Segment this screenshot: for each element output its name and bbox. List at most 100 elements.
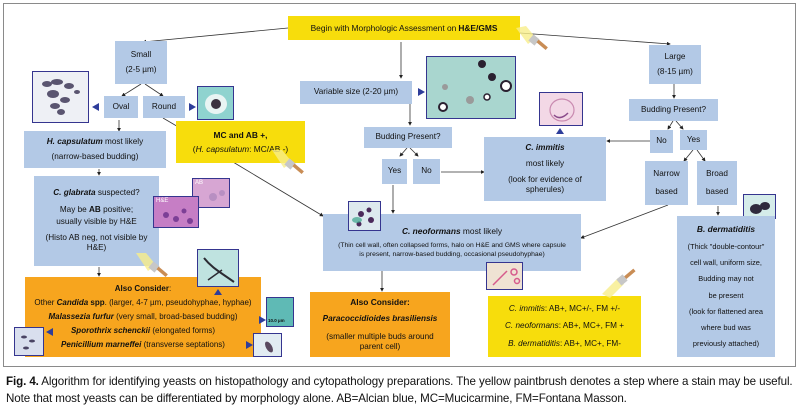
budding-present-mid-box: Budding Present? [364, 127, 452, 148]
oval-label: Oval [112, 101, 130, 111]
also-mid-note: (smaller multiple buds around parent cel… [326, 331, 434, 351]
spherule-micrograph [539, 92, 583, 126]
narrow-label: Narrow [653, 168, 680, 178]
also-left-item-penicillium: Penicillium marneffei (transverse septat… [61, 340, 225, 349]
yes-right-label: Yes [686, 134, 701, 144]
mc-ab-hcaps-note: (H. capsulatum: MC/AB -) [192, 144, 289, 154]
hcapsulatum-box: H. capsulatum most likely (narrow-based … [24, 131, 166, 168]
budding-present-right-box: Budding Present? [629, 99, 718, 121]
no-mid-label: No [421, 166, 432, 176]
yes-mid-box: Yes [382, 159, 407, 184]
figure-caption: Fig. 4. Algorithm for identifying yeasts… [6, 373, 796, 407]
budding-right-label: Budding Present? [640, 104, 707, 114]
cglabrata-box: C. glabrata suspected? May be AB positiv… [34, 176, 159, 266]
large-label: Large [664, 52, 686, 62]
paintbrush-icon [516, 26, 548, 51]
also-left-item-candida: Other Candida spp. (larger, 4-7 µm, pseu… [34, 298, 252, 307]
dermatiditis-line-2: cell wall, uniform size, [690, 258, 762, 268]
narrow-based-box: Narrow based [645, 161, 688, 205]
stain-results-box: C. immitis: AB+, MC+/-, FM +/- C. neofor… [488, 296, 641, 357]
malassezia-micrograph: 10.0 µm [266, 297, 294, 327]
pointer-round-icon [189, 103, 196, 111]
variable-size-micrograph [426, 56, 516, 119]
glabrata-histo: (Histo AB neg, not visible by H&E) [45, 233, 148, 253]
round-label: Round [151, 101, 177, 111]
figure-caption-text: Algorithm for identifying yeasts on hist… [6, 375, 793, 405]
dermatiditis-line-6: where bud was [701, 323, 751, 333]
dermatiditis-line-1: (Thick "double-contour" [687, 241, 765, 251]
pointer-variable-icon [418, 88, 425, 96]
paintbrush-icon [602, 268, 636, 298]
neoformans-micrograph [348, 201, 381, 231]
dermatiditis-line-4: be present [708, 290, 744, 300]
stain-neoformans: C. neoformans: AB+, MC+, FM + [505, 321, 624, 331]
dermatiditis-micrograph [743, 194, 776, 219]
narrow-label-2: based [655, 187, 678, 196]
paintbrush-icon [136, 253, 168, 278]
immitis-title: C. immitis [525, 142, 565, 152]
pointer-candida-icon [214, 289, 222, 295]
broad-label: Broad [706, 168, 728, 178]
also-mid-species: Paracoccidioides brasiliensis [322, 314, 438, 324]
also-consider-left-box: Also Consider: Other Candida spp. (large… [25, 277, 261, 357]
start-box: Begin with Morphologic Assessment on H&E… [288, 16, 520, 40]
also-left-title: Also Consider: [114, 284, 172, 293]
round-yeast-micrograph [197, 86, 234, 120]
hcaps-title: H. capsulatum most likely [46, 137, 144, 147]
neoformans-title: C. neoformans most likely [401, 225, 503, 236]
pointer-malassezia-icon [259, 316, 266, 324]
dermatiditis-line-5: (look for flattened area [689, 306, 763, 316]
figure-label: Fig. 4. [6, 375, 39, 388]
pointer-oval-icon [92, 103, 99, 111]
glabrata-title: C. glabrata suspected? [53, 188, 140, 198]
broad-based-box: Broad based [697, 161, 737, 205]
broad-label-2: based [705, 187, 729, 196]
glabrata-ab: May be AB positive; [59, 204, 134, 214]
yes-right-box: Yes [680, 130, 707, 150]
dermatiditis-line-7: previously attached) [692, 339, 760, 349]
stain-dermatiditis: B. dermatiditis: AB+, MC+, FM- [508, 338, 621, 348]
pointer-spherule-icon [556, 128, 564, 134]
pointer-penicillium-icon [246, 341, 253, 349]
also-consider-mid-box: Also Consider: Paracoccidioides brasilie… [310, 292, 450, 357]
small-label: Small [130, 50, 152, 60]
immitis-note: (look for evidence of spherules) [508, 175, 582, 195]
dermatiditis-title: B. dermatiditis [696, 224, 756, 235]
also-left-item-malassezia: Malassezia furfur (very small, broad-bas… [48, 312, 238, 321]
start-text: Begin with Morphologic Assessment on [310, 22, 457, 33]
small-size-box: Small (2-5 µm) [115, 41, 167, 84]
budding-mid-label: Budding Present? [375, 132, 441, 142]
yes-mid-label: Yes [387, 166, 402, 176]
oval-box: Oval [104, 96, 138, 118]
variable-size-box: Variable size (2-20 µm) [300, 81, 412, 104]
variable-label: Variable size (2-20 µm) [313, 87, 399, 97]
stain-immitis: C. immitis: AB+, MC+/-, FM +/- [508, 304, 621, 314]
also-mid-title: Also Consider: [350, 296, 410, 307]
glabrata-he: usually visible by H&E [56, 216, 137, 226]
small-range: (2-5 µm) [125, 64, 157, 74]
no-right-label: No [656, 136, 667, 146]
immitis-likely: most likely [525, 158, 565, 168]
no-right-box: No [650, 130, 673, 153]
large-range: (8-15 µm) [657, 66, 693, 76]
dermatiditis-line-3: Budding may not [698, 274, 754, 284]
large-size-box: Large (8-15 µm) [649, 45, 701, 84]
start-stains: H&E/GMS [458, 22, 498, 33]
round-box: Round [143, 96, 185, 118]
candida-hyphae-micrograph [197, 249, 239, 287]
neoformans-note: (Thin cell wall, often collapsed forms, … [338, 242, 566, 258]
penicillium-micrograph [253, 333, 282, 357]
pointer-sporothrix-icon [46, 328, 53, 336]
paintbrush-icon [272, 150, 304, 175]
oval-yeast-micrograph [32, 71, 89, 123]
mc-ab-result: MC and AB +, [213, 129, 268, 140]
cimmitis-box: C. immitis most likely (look for evidenc… [484, 137, 606, 201]
also-left-item-sporothrix: Sporothrix schenckii (elongated forms) [70, 326, 216, 335]
no-mid-box: No [413, 159, 440, 184]
he-micrograph: H&E [153, 196, 199, 228]
scale-bar-label: 10.0 µm [268, 318, 285, 323]
bdermatiditis-box: B. dermatiditis (Thick "double-contour" … [677, 216, 775, 357]
mucicarmine-micrograph [486, 262, 523, 290]
sporothrix-micrograph [14, 327, 44, 356]
hcaps-note: (narrow-based budding) [51, 151, 139, 161]
